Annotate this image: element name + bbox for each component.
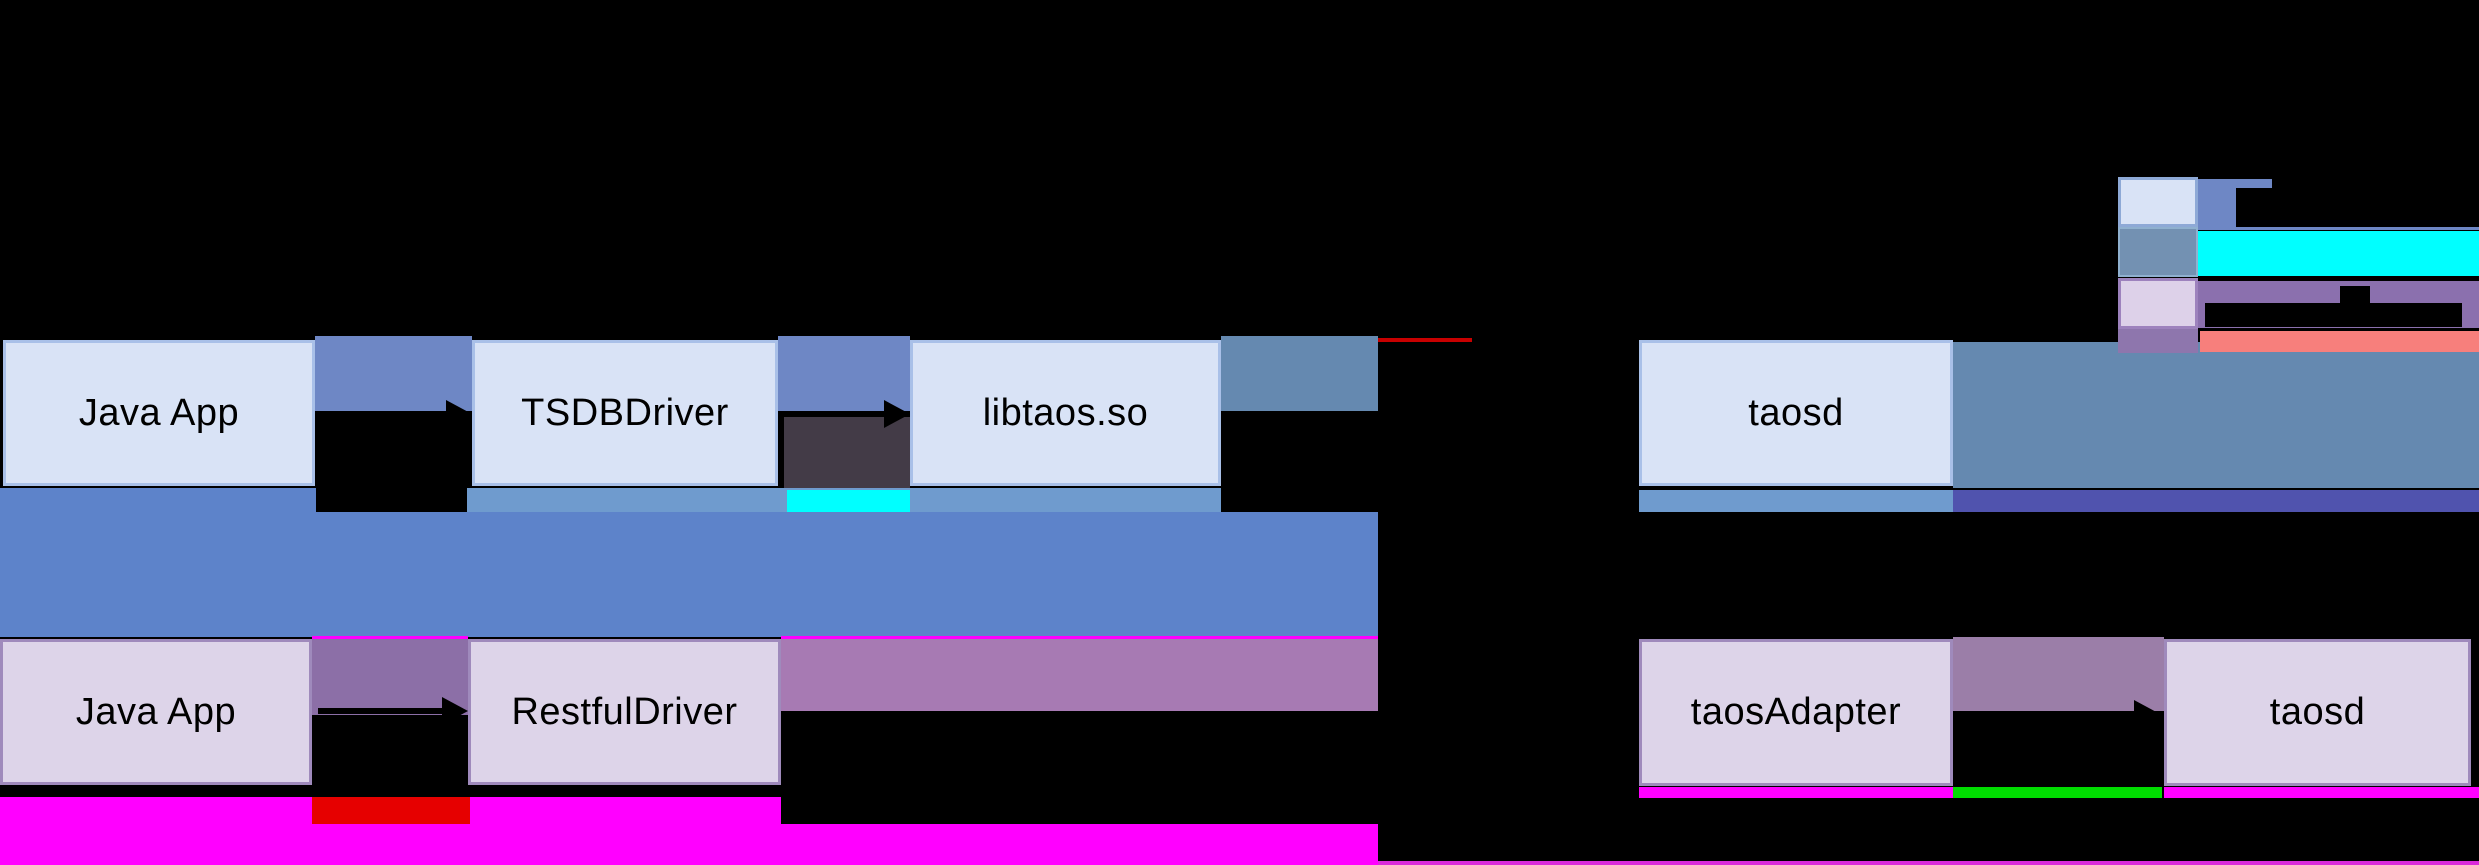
arrow-libtaos-to-taosd xyxy=(1221,411,1612,417)
node-restfuldriver: RestfulDriver xyxy=(468,639,781,785)
legend-swatch-2-band xyxy=(2198,231,2479,276)
arrowhead-restfuldriver-to-taosadapter xyxy=(1613,700,1639,728)
node-label: taosd xyxy=(1748,391,1844,434)
purple-band-after-restfuldriver xyxy=(781,639,1378,711)
hidden-text-blob-1 xyxy=(2236,188,2274,227)
magenta-strip-under-restfuldriver xyxy=(470,797,781,826)
arrow-javaapp-to-tsdbdriver xyxy=(318,411,446,417)
arrow-restfuldriver-to-taosadapter xyxy=(783,711,1613,717)
magenta-strip-under-javaapp2 xyxy=(0,797,312,826)
node-tsdbdriver: TSDBDriver xyxy=(472,340,778,486)
magenta-strip-under-taosd2 xyxy=(2164,787,2479,798)
arrowhead-libtaos-to-taosd xyxy=(1612,400,1638,428)
arrowhead-javaapp-to-restfuldriver xyxy=(442,697,468,725)
red-strip-under-gap xyxy=(312,797,470,826)
arrowhead-javaapp-to-tsdbdriver xyxy=(446,400,472,428)
legend-swatch-4-band xyxy=(2200,331,2479,352)
light-blue-under-strip-taosd xyxy=(1639,490,1953,512)
purple-gap-band-taosadapter-taosd xyxy=(1953,637,2164,711)
magenta-top-line-gap xyxy=(312,636,468,640)
magenta-top-line-after-restful xyxy=(781,636,1378,640)
steel-band-right-of-taosd xyxy=(1953,342,2479,488)
gap-band-tsdbdriver-libtaos xyxy=(778,336,910,411)
magenta-bottom-band xyxy=(0,824,1378,865)
arrowhead-taosadapter-to-taosd xyxy=(2134,700,2160,728)
dark-patch-under-jni-arrow xyxy=(784,417,910,490)
legend-divider-line xyxy=(2198,227,2479,230)
gap-band-javaapp-tsdbdriver xyxy=(315,336,472,411)
node-label: libtaos.so xyxy=(982,391,1149,434)
node-label: taosAdapter xyxy=(1690,691,1902,733)
cyan-strip xyxy=(787,490,910,512)
hidden-text-blob-3 xyxy=(2205,303,2462,327)
big-blue-band-upper-left xyxy=(0,488,316,513)
legend-swatch-3-box xyxy=(2118,278,2198,329)
indigo-strip-right xyxy=(1953,490,2479,512)
arrowhead-tsdbdriver-to-libtaos xyxy=(884,400,910,428)
bottom-edge-line xyxy=(1378,861,2479,865)
node-java-app-jni: Java App xyxy=(3,340,315,486)
node-label: RestfulDriver xyxy=(511,690,738,733)
arrow-taosadapter-to-taosd xyxy=(1955,711,2134,717)
magenta-strip-under-taosadapter xyxy=(1639,787,1953,798)
red-tick-line xyxy=(1378,338,1472,342)
node-taosd-jni: taosd xyxy=(1639,340,1953,486)
legend-swatch-1-box xyxy=(2118,177,2198,227)
legend-swatch-4-box xyxy=(2118,329,2198,353)
node-taosd-restful: taosd xyxy=(2164,639,2471,786)
steel-band-right-of-libtaos xyxy=(1221,336,1378,411)
node-libtaos: libtaos.so xyxy=(910,340,1221,486)
big-blue-band xyxy=(0,512,1378,637)
green-strip-under-gap-right xyxy=(1953,787,2162,798)
node-taosadapter: taosAdapter xyxy=(1639,639,1953,786)
legend-swatch-2-box xyxy=(2118,227,2198,277)
arrow-javaapp-to-restfuldriver xyxy=(318,708,442,714)
node-label: TSDBDriver xyxy=(521,391,729,434)
hidden-text-blob-3b xyxy=(2340,286,2370,304)
node-label: taosd xyxy=(2269,691,2366,733)
arrow-tsdbdriver-to-libtaos xyxy=(784,411,884,417)
node-java-app-restful: Java App xyxy=(0,639,312,785)
node-label: Java App xyxy=(78,391,240,434)
node-label: Java App xyxy=(75,690,237,733)
